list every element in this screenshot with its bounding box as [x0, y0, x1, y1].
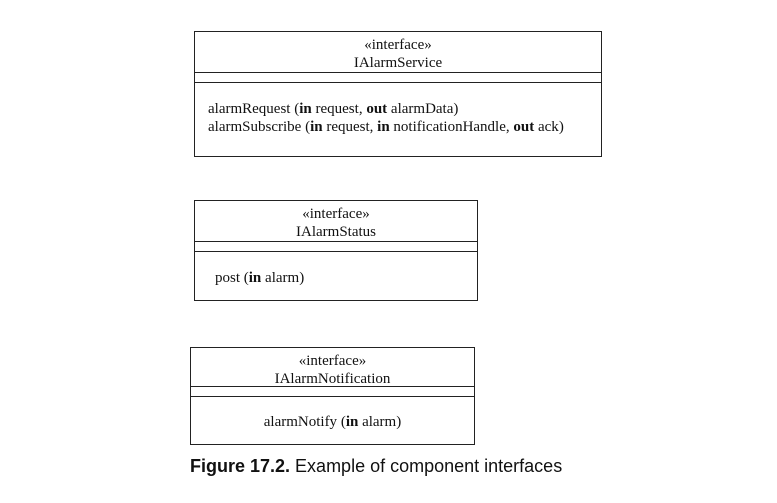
- interface-box-ialarmstatus: «interface» IAlarmStatus post (in alarm): [194, 200, 478, 301]
- attribute-compartment: [191, 386, 474, 397]
- operation-alarmrequest: alarmRequest (in request, out alarmData): [208, 101, 459, 117]
- figure-caption-text: Example of component interfaces: [290, 456, 563, 476]
- figure-label: Figure 17.2.: [190, 456, 291, 476]
- param-name: request: [326, 119, 370, 135]
- param-direction: in: [248, 270, 262, 286]
- param-name: request: [315, 101, 359, 117]
- param-direction: in: [377, 119, 390, 135]
- stereotype-label: «interface»: [302, 206, 370, 222]
- interface-header: «interface» IAlarmNotification: [191, 348, 474, 387]
- operation-name: alarmSubscribe: [208, 119, 302, 135]
- param-separator: ,: [369, 119, 378, 135]
- param-name: alarmData: [390, 101, 454, 117]
- param-name: notificationHandle: [393, 119, 506, 135]
- attribute-compartment: [195, 72, 601, 83]
- operations-compartment: post (in alarm): [195, 252, 477, 287]
- interface-box-ialarmservice: «interface» IAlarmService alarmRequest (…: [194, 31, 602, 157]
- param-direction: in: [310, 119, 323, 135]
- param-name: alarm: [362, 414, 397, 430]
- interface-box-ialarmnotification: «interface» IAlarmNotification alarmNoti…: [190, 347, 475, 445]
- interface-name: IAlarmStatus: [296, 224, 376, 240]
- operation-name: alarmRequest: [208, 101, 291, 117]
- operation-alarmnotify: alarmNotify (in alarm): [263, 414, 402, 430]
- interface-name: IAlarmService: [353, 55, 443, 71]
- operation-name: post: [215, 270, 241, 286]
- param-name: alarm: [265, 270, 300, 286]
- attribute-compartment: [195, 241, 477, 252]
- param-separator: ,: [358, 101, 367, 117]
- operation-post: post (in alarm): [215, 270, 305, 286]
- figure-caption: Figure 17.2. Example of component interf…: [190, 456, 562, 477]
- operations-compartment: alarmNotify (in alarm): [191, 397, 474, 431]
- param-direction: out: [366, 101, 388, 117]
- param-direction: in: [299, 101, 312, 117]
- interface-header: «interface» IAlarmStatus: [195, 201, 477, 241]
- stereotype-label: «interface»: [298, 353, 367, 369]
- stereotype-label: «interface»: [364, 37, 432, 53]
- interface-header: «interface» IAlarmService: [195, 32, 601, 72]
- interface-name: IAlarmNotification: [274, 371, 391, 387]
- operation-alarmsubscribe: alarmSubscribe (in request, in notificat…: [208, 119, 564, 135]
- param-direction: out: [513, 119, 535, 135]
- param-direction: in: [345, 414, 359, 430]
- param-name: ack: [537, 119, 559, 135]
- operation-name: alarmNotify: [263, 414, 338, 430]
- param-separator: ,: [505, 119, 514, 135]
- operations-compartment: alarmRequest (in request, out alarmData)…: [195, 83, 601, 136]
